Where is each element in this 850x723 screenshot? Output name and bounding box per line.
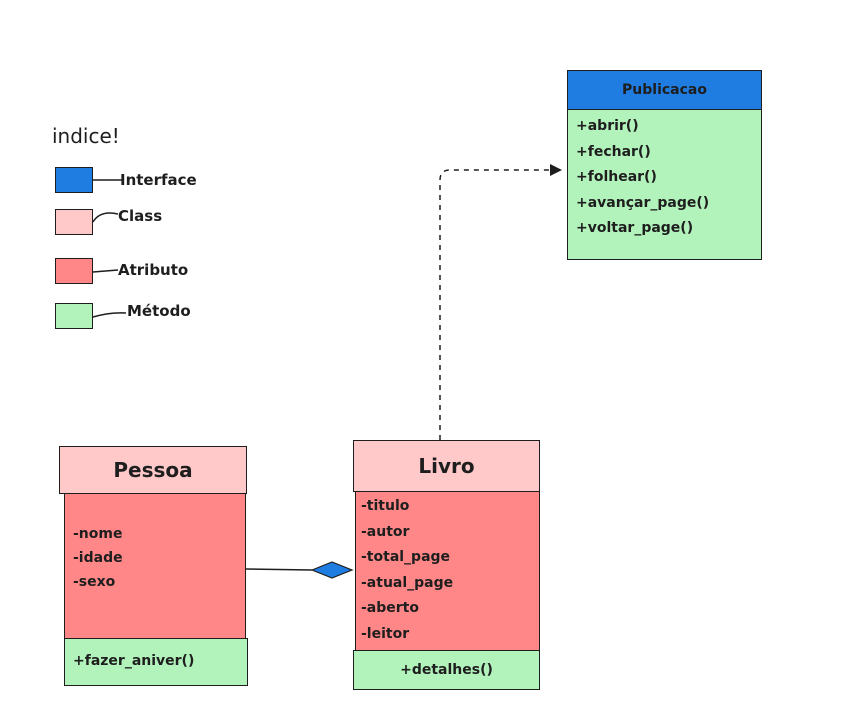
legend-connector-attribute <box>92 269 119 273</box>
class-pessoa-attributes: -nome -idade -sexo <box>64 493 246 639</box>
class-publicacao-header: Publicacao <box>567 70 762 110</box>
legend-swatch-attribute <box>55 258 93 284</box>
method-item: +folhear() <box>576 169 657 185</box>
legend-swatch-class <box>55 209 93 235</box>
attribute-item: -total_page <box>361 549 451 565</box>
method-item: +abrir() <box>576 118 639 134</box>
legend-label-class: Class <box>118 207 163 225</box>
class-publicacao-name: Publicacao <box>622 82 707 98</box>
legend-connector-method <box>92 312 127 318</box>
attribute-item: -aberto <box>361 600 419 616</box>
method-item: +fazer_aniver() <box>73 653 195 669</box>
attribute-item: -titulo <box>361 498 410 514</box>
class-pessoa-name: Pessoa <box>113 458 193 482</box>
legend-label-method: Método <box>127 302 191 320</box>
attribute-item: -atual_page <box>361 574 454 591</box>
class-livro-name: Livro <box>418 454 475 478</box>
attribute-item: -leitor <box>361 625 410 642</box>
method-item: +avançar_page() <box>576 194 710 211</box>
realization-arrowhead <box>550 164 562 176</box>
attribute-item: -autor <box>361 523 410 540</box>
composition-connector <box>245 568 313 571</box>
legend-title: indice! <box>52 124 120 148</box>
attribute-item: -idade <box>73 550 123 566</box>
class-pessoa-header: Pessoa <box>59 446 247 494</box>
class-publicacao-methods: +abrir() +fechar() +folhear() +avançar_p… <box>567 109 762 260</box>
class-livro-attributes: -titulo -autor -total_page -atual_page -… <box>355 491 540 651</box>
legend-label-interface: Interface <box>120 171 197 189</box>
class-livro-methods: +detalhes() <box>353 650 540 690</box>
legend-swatch-method <box>55 303 93 329</box>
composition-diamond <box>310 561 354 579</box>
legend-connector-class <box>92 212 119 223</box>
legend-swatch-interface <box>55 167 93 193</box>
attribute-item: -sexo <box>73 574 116 590</box>
class-livro-header: Livro <box>353 440 540 492</box>
legend-label-attribute: Atributo <box>118 261 189 279</box>
method-item: +detalhes() <box>400 662 493 678</box>
realization-connector <box>439 169 552 440</box>
method-item: +fechar() <box>576 143 651 160</box>
method-item: +voltar_page() <box>576 220 694 236</box>
class-pessoa-methods: +fazer_aniver() <box>64 638 248 686</box>
attribute-item: -nome <box>73 526 123 542</box>
